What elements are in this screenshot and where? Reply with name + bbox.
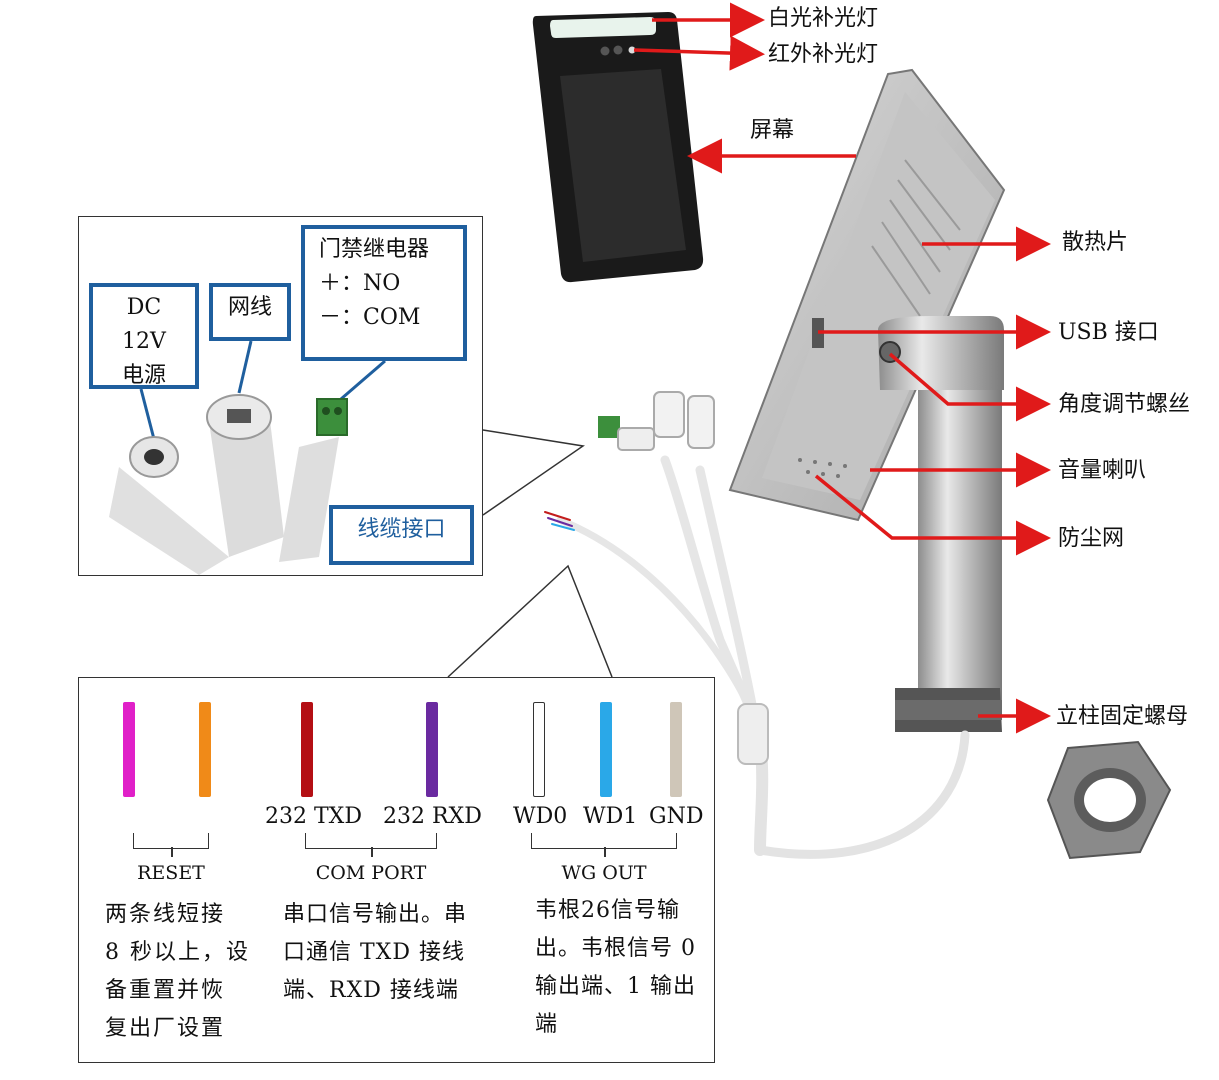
wire-reset-1 xyxy=(123,702,135,797)
heatsink-label: 散热片 xyxy=(1062,230,1129,255)
group-reset-label: RESET xyxy=(137,862,205,884)
com-description: 串口信号输出。串 口通信 TXD 接线 端、RXD 接线端 xyxy=(283,902,468,1003)
dc-power-text: 电源 xyxy=(121,363,166,388)
speaker-label: 音量喇叭 xyxy=(1058,458,1147,483)
angle-screw-label: 角度调节螺丝 xyxy=(1058,392,1191,417)
wire-wd1 xyxy=(600,702,612,797)
cable-interface-box: 线缆接口 xyxy=(329,505,474,565)
dc-power-box: DC 12V 电源 xyxy=(89,283,199,389)
screen-label: 屏幕 xyxy=(750,118,795,143)
label-232-rxd: 232 RXD xyxy=(383,804,482,829)
cable-panel: DC 12V 电源 网线 门禁继电器 ＋：NO －：COM 线缆接口 xyxy=(78,216,483,576)
relay-minus: －：COM xyxy=(319,305,421,330)
wire-panel-pointer xyxy=(447,564,613,678)
device-front xyxy=(532,12,704,283)
pole xyxy=(878,316,1004,732)
wire-232-rxd xyxy=(426,702,438,797)
label-gnd: GND xyxy=(649,804,704,829)
relay-title: 门禁继电器 xyxy=(319,237,430,262)
callout-arrows xyxy=(633,2,1051,734)
group-wg-label: WG OUT xyxy=(561,862,647,884)
bracket-reset xyxy=(133,833,209,857)
relay-plus: ＋：NO xyxy=(319,271,401,296)
cable-panel-pointer xyxy=(482,429,585,516)
spare-nut xyxy=(1046,740,1172,860)
dc-voltage-text: DC 12V xyxy=(122,295,166,354)
group-com-label: COM PORT xyxy=(315,862,427,884)
pole-nut-label: 立柱固定螺母 xyxy=(1056,704,1189,729)
bracket-com xyxy=(305,833,437,857)
device-side xyxy=(728,68,1006,522)
wire-gnd xyxy=(670,702,682,797)
label-wd1: WD1 xyxy=(583,804,638,829)
relay-box: 门禁继电器 ＋：NO －：COM xyxy=(301,225,467,361)
cable-bundle xyxy=(544,391,970,859)
reset-description: 两条线短接 8 秒以上，设 备重置并恢 复出厂设置 xyxy=(105,902,250,1041)
wire-reset-2 xyxy=(199,702,211,797)
dust-net-label: 防尘网 xyxy=(1058,526,1125,551)
connector-illustration xyxy=(109,340,386,575)
white-light-label: 白光补光灯 xyxy=(768,6,879,31)
wire-232-txd xyxy=(301,702,313,797)
cable-interface-text: 线缆接口 xyxy=(357,517,446,542)
wg-description: 韦根26信号输 出。韦根信号 0 输出端、1 输出 端 xyxy=(535,898,696,1037)
wire-panel: 232 TXD 232 RXD WD0 WD1 GND RESET COM PO… xyxy=(78,677,715,1063)
bracket-wg xyxy=(531,833,677,857)
ir-light-label: 红外补光灯 xyxy=(768,42,879,67)
label-232-txd: 232 TXD xyxy=(265,804,362,829)
usb-label: USB 接口 xyxy=(1058,320,1159,345)
label-wd0: WD0 xyxy=(513,804,568,829)
wire-wd0 xyxy=(533,702,545,797)
network-box: 网线 xyxy=(209,283,291,341)
network-text: 网线 xyxy=(227,295,272,320)
